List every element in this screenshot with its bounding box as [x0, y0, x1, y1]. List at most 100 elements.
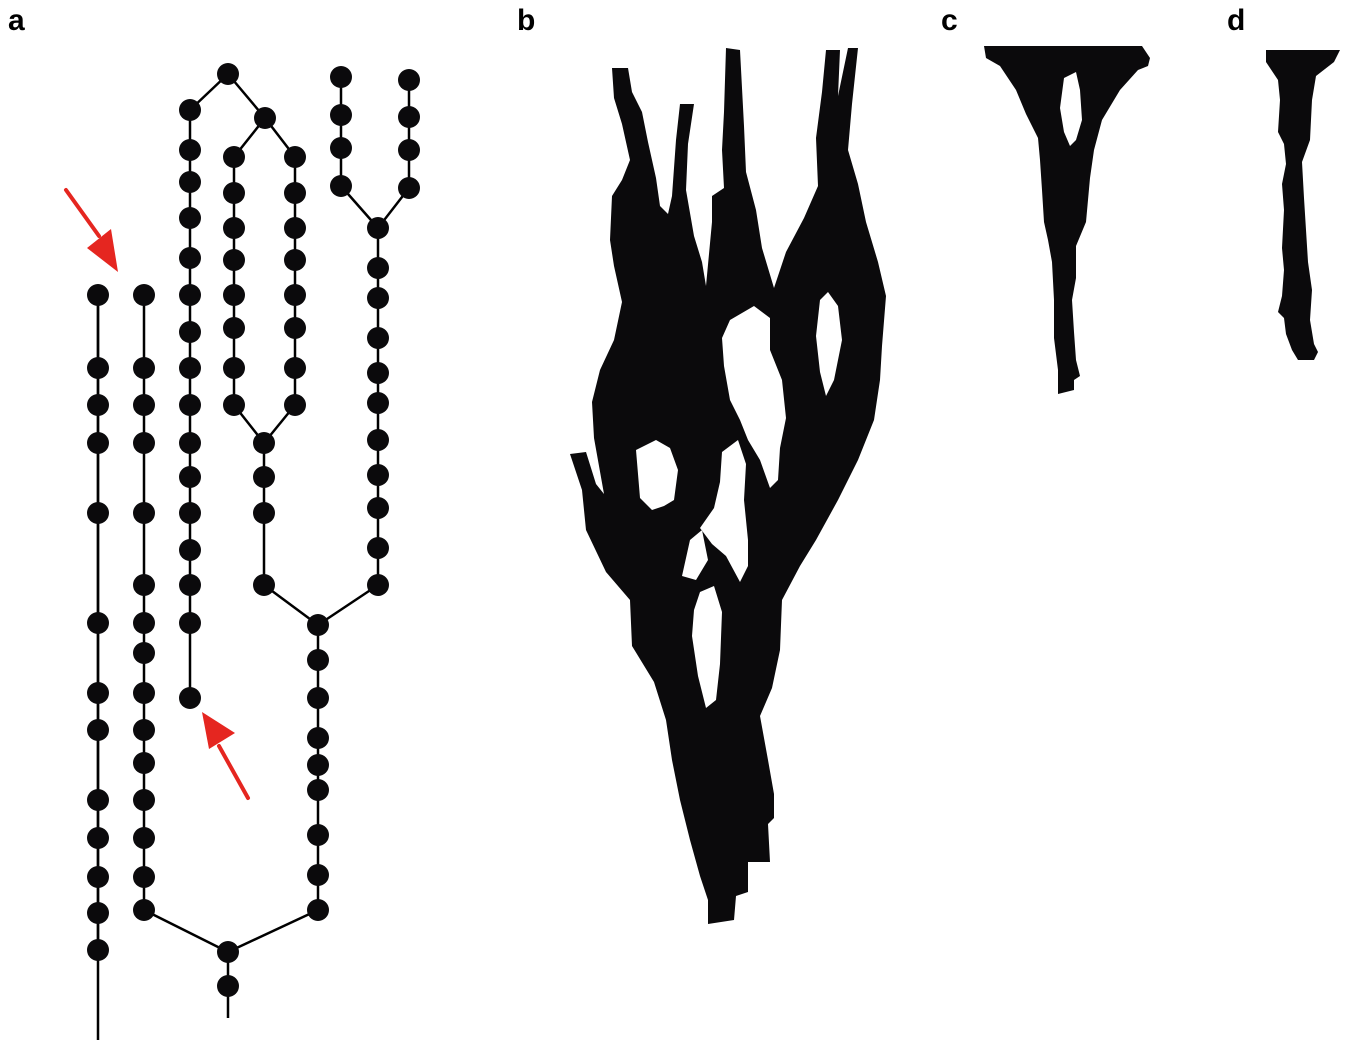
tree-node — [367, 464, 389, 486]
tree-node — [307, 614, 329, 636]
column-silhouette — [1266, 50, 1340, 360]
tree-node — [223, 394, 245, 416]
tree-node — [307, 687, 329, 709]
tree-node — [87, 502, 109, 524]
tree-node — [307, 779, 329, 801]
tree-node — [87, 394, 109, 416]
tree-node — [223, 249, 245, 271]
tree-link — [144, 910, 228, 952]
tree-node — [87, 432, 109, 454]
tree-node — [133, 612, 155, 634]
tree-node — [87, 789, 109, 811]
tree-node — [367, 429, 389, 451]
tree-node — [133, 502, 155, 524]
tree-node — [87, 827, 109, 849]
tree-node — [179, 247, 201, 269]
tree-node — [179, 357, 201, 379]
tree-node — [253, 574, 275, 596]
tree-node — [87, 866, 109, 888]
tree-node — [254, 107, 276, 129]
tree-node — [367, 497, 389, 519]
tree-node — [133, 827, 155, 849]
tree-link — [228, 910, 318, 952]
tree-node — [398, 69, 420, 91]
tree-node — [87, 612, 109, 634]
tree-node — [87, 682, 109, 704]
tree-node — [179, 432, 201, 454]
t-shaped-silhouette — [984, 46, 1150, 394]
tree-node — [284, 317, 306, 339]
tree-node — [133, 574, 155, 596]
tree-node — [330, 104, 352, 126]
tree-node — [179, 394, 201, 416]
tree-node — [223, 217, 245, 239]
tree-node — [307, 899, 329, 921]
tree-node — [87, 719, 109, 741]
tree-node — [367, 257, 389, 279]
tree-node — [330, 66, 352, 88]
tree-node — [87, 357, 109, 379]
tree-node — [223, 357, 245, 379]
tree-node — [284, 394, 306, 416]
silhouette-body — [1266, 50, 1340, 360]
tree-node — [367, 287, 389, 309]
tree-node — [179, 171, 201, 193]
tree-node — [217, 975, 239, 997]
tree-node — [398, 106, 420, 128]
tree-node — [284, 182, 306, 204]
tree-node — [133, 642, 155, 664]
tree-node — [133, 432, 155, 454]
tree-node — [330, 137, 352, 159]
tree-node — [133, 284, 155, 306]
tree-node — [179, 99, 201, 121]
tree-node — [87, 902, 109, 924]
tree-node — [367, 537, 389, 559]
tree-node — [307, 727, 329, 749]
tree-node — [398, 139, 420, 161]
tree-node — [223, 146, 245, 168]
tree-node — [133, 789, 155, 811]
tree-node — [217, 941, 239, 963]
tree-node — [133, 866, 155, 888]
branched-silhouette — [570, 48, 886, 924]
tree-node — [179, 574, 201, 596]
tree-node — [284, 357, 306, 379]
red-arrow-upper — [66, 190, 118, 272]
tree-node — [330, 175, 352, 197]
tree-node — [367, 392, 389, 414]
tree-node — [253, 502, 275, 524]
tree-node — [179, 539, 201, 561]
branching-node-tree — [87, 63, 420, 1040]
tree-node — [179, 502, 201, 524]
tree-node — [179, 139, 201, 161]
tree-node — [179, 321, 201, 343]
tree-node — [223, 182, 245, 204]
tree-node — [253, 466, 275, 488]
tree-node — [133, 682, 155, 704]
tree-node — [217, 63, 239, 85]
tree-node — [307, 649, 329, 671]
tree-node — [367, 327, 389, 349]
tree-node — [307, 864, 329, 886]
tree-node — [367, 362, 389, 384]
tree-node — [307, 824, 329, 846]
tree-node — [367, 574, 389, 596]
tree-node — [367, 217, 389, 239]
tree-node — [133, 752, 155, 774]
tree-node — [284, 146, 306, 168]
silhouette-body — [570, 48, 886, 924]
tree-node — [284, 249, 306, 271]
silhouette-body — [984, 46, 1150, 394]
tree-node — [179, 466, 201, 488]
tree-node — [253, 432, 275, 454]
tree-node — [87, 939, 109, 961]
tree-node — [223, 317, 245, 339]
tree-node — [133, 394, 155, 416]
tree-node — [284, 284, 306, 306]
red-arrow-lower — [202, 712, 248, 798]
tree-node — [284, 217, 306, 239]
tree-node — [87, 284, 109, 306]
tree-node — [179, 207, 201, 229]
tree-node — [133, 357, 155, 379]
